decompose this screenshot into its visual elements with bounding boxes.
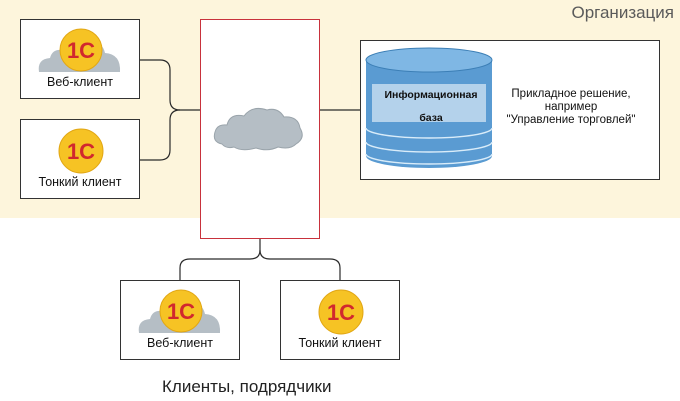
- 1c-logo-text: 1С: [327, 300, 355, 325]
- application-description: Прикладное решение, например "Управление…: [496, 88, 646, 127]
- 1c-logo-text: 1С: [67, 38, 95, 63]
- application-line3: "Управление торговлей": [506, 114, 636, 126]
- 1c-logo-icon: 1С: [58, 128, 104, 174]
- contractors-label: Клиенты, подрядчики: [162, 377, 332, 396]
- connector-thin-client-top: [140, 109, 181, 161]
- web-client-box-org: 1С Веб-клиент: [20, 19, 140, 99]
- thin-client-label: Тонкий клиент: [298, 336, 382, 350]
- 1c-logo-icon: 1С: [138, 289, 221, 333]
- database-label-line1: Информационная: [384, 89, 478, 101]
- organization-label: Организация: [571, 3, 674, 22]
- web-client-label: Веб-клиент: [47, 75, 113, 89]
- application-line1: Прикладное решение,: [511, 88, 631, 100]
- thin-client-box-org: 1С Тонкий клиент: [20, 119, 140, 199]
- connector-thin-client-bottom: [259, 249, 341, 280]
- application-line2: например: [544, 101, 598, 113]
- 1c-logo-icon: 1С: [38, 28, 121, 72]
- connector-web-client-bottom: [179, 239, 261, 280]
- database-icon: [365, 47, 493, 168]
- 1c-logo-icon: 1С: [318, 289, 364, 335]
- database-label-line2: база: [419, 112, 443, 124]
- 1c-logo-text: 1С: [167, 299, 195, 324]
- thin-client-label: Тонкий клиент: [38, 175, 122, 189]
- 1c-logo-text: 1С: [67, 139, 95, 164]
- web-client-label: Веб-клиент: [147, 336, 213, 350]
- web-client-box-external: 1С Веб-клиент: [120, 280, 240, 360]
- cloud-icon: [213, 108, 303, 151]
- connector-web-client-top: [140, 59, 200, 111]
- thin-client-box-external: 1С Тонкий клиент: [280, 280, 400, 360]
